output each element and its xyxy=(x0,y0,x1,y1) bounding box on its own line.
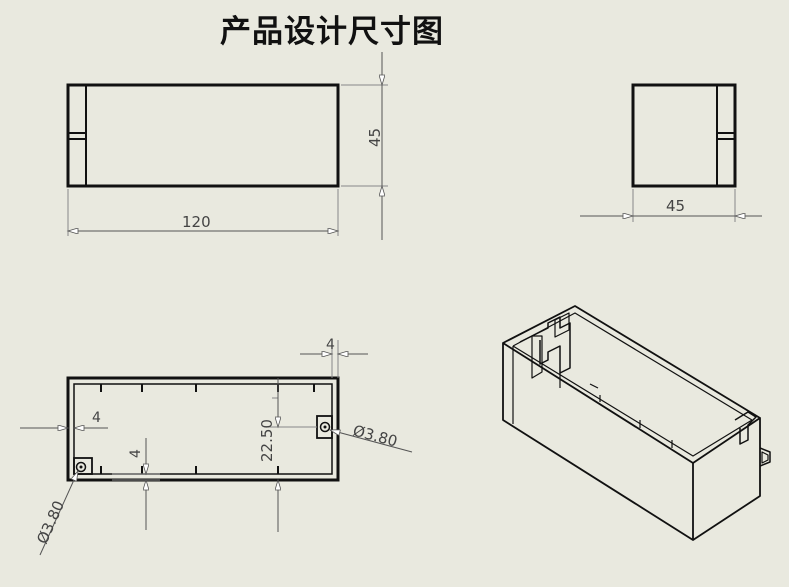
front-height-label: 45 xyxy=(366,128,384,147)
section-left-gap-label: 4 xyxy=(92,410,101,426)
side-view-slot xyxy=(716,132,736,140)
section-hole-height-label: 22.50 xyxy=(258,419,276,462)
side-width-dimension: 45 xyxy=(580,189,762,222)
section-bottom-gap-dimension: 4 xyxy=(112,438,160,530)
front-view xyxy=(66,83,340,188)
iso-top-rim xyxy=(502,305,761,419)
section-top-gap-label: 4 xyxy=(326,337,335,353)
front-length-label: 120 xyxy=(182,213,211,231)
side-view xyxy=(631,83,737,188)
isometric-view xyxy=(502,305,771,541)
section-inner-wall xyxy=(73,383,333,475)
section-outer-wall xyxy=(66,376,340,482)
front-view-outline xyxy=(66,83,340,188)
iso-end-profile xyxy=(519,316,571,374)
section-ribs xyxy=(100,384,315,474)
section-hole-left-dimension: Ø3.80 xyxy=(33,471,78,556)
screw-boss-left xyxy=(73,457,93,475)
front-length-dimension: 120 xyxy=(68,189,338,236)
section-bottom-gap-label: 4 xyxy=(128,449,144,458)
front-height-dimension: 45 xyxy=(341,52,388,240)
section-top-gap-dimension: 4 xyxy=(300,337,368,378)
section-hole-right-dimension: Ø3.80 xyxy=(330,421,413,453)
section-view xyxy=(66,376,340,482)
section-hole-right-label: Ø3.80 xyxy=(351,421,399,450)
drawing-title: 产品设计尺寸图 xyxy=(220,14,444,50)
section-hole-left-label: Ø3.80 xyxy=(33,498,68,547)
side-view-outline xyxy=(631,83,737,188)
front-view-slot xyxy=(67,132,87,140)
section-hole-height-dimension: 22.50 xyxy=(258,378,317,532)
section-left-gap-dimension: 4 xyxy=(20,410,108,428)
side-width-label: 45 xyxy=(666,197,685,215)
screw-boss-right xyxy=(316,415,333,439)
